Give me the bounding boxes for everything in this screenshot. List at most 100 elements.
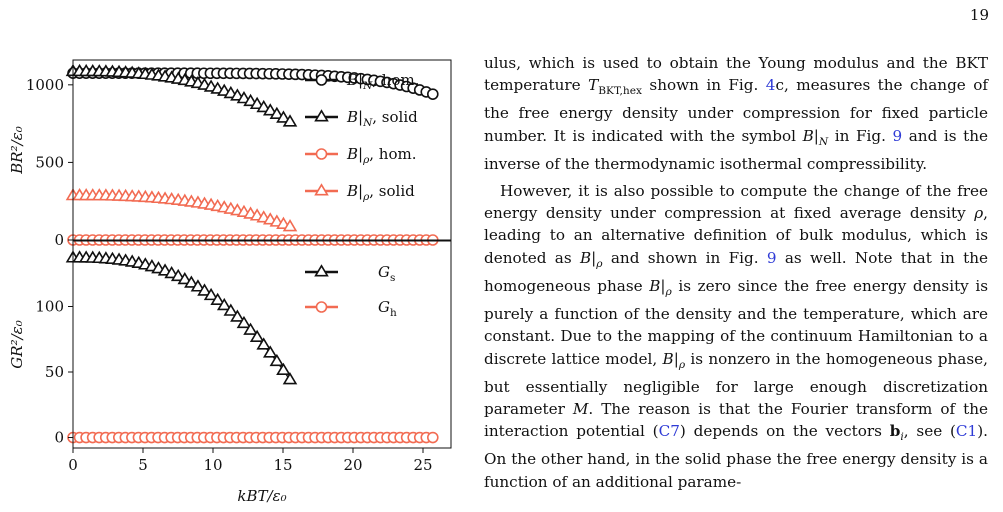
y-tick-label: 0 [54, 231, 64, 249]
legend-marker [314, 264, 329, 277]
text-run: N [818, 134, 829, 148]
y-tick-label: 1000 [26, 76, 64, 94]
cross-reference-link[interactable]: 9 [892, 126, 903, 145]
text-run: . The reason is that the Fourier transfo… [484, 400, 988, 441]
data-point-marker [197, 283, 212, 296]
paragraph-1: ulus, which is used to obtain the Young … [484, 52, 988, 175]
cross-reference-link[interactable]: 4 [765, 76, 776, 95]
text-column: ulus, which is used to obtain the Young … [484, 52, 988, 493]
data-point-marker [276, 362, 291, 376]
text-run: | [813, 126, 819, 145]
page-number: 19 [969, 6, 989, 24]
data-point-marker [262, 103, 278, 116]
text-run: ulus, which is used to obtain the Young … [484, 54, 988, 95]
text-run: and is the inverse of the thermodynamic … [484, 126, 988, 173]
series-top-1 [65, 63, 298, 127]
data-point-marker [170, 268, 186, 282]
legend-marker [315, 301, 328, 313]
text-run: BKT,hex [598, 84, 642, 98]
legend-marker [314, 183, 329, 196]
text-run: | [673, 349, 679, 368]
text-run: and shown in Fig. [602, 248, 767, 267]
data-point-marker [426, 431, 439, 444]
data-point-marker [210, 292, 225, 306]
legend-label: B|N, solid [346, 108, 418, 129]
text-run: M [572, 400, 589, 418]
legend-marker [314, 109, 329, 122]
data-point-marker [269, 353, 285, 367]
y-tick-label: 50 [45, 363, 64, 381]
text-run: shown in Fig. [642, 76, 766, 95]
data-point-marker [243, 93, 258, 107]
y-tick-label: 0 [54, 429, 64, 447]
axes-frame [72, 59, 452, 241]
text-run: B [579, 248, 592, 267]
data-point-marker [243, 322, 258, 335]
text-run: as well. Note that in the homogeneous ph… [484, 248, 989, 295]
y-axis-label: BR²/ε₀ [8, 126, 26, 174]
legend-label: Gh [378, 298, 397, 319]
legend-label: Gs [378, 263, 395, 284]
y-tick-label: 500 [35, 153, 64, 171]
data-point-marker [236, 315, 252, 329]
series-bottom-0 [65, 250, 298, 385]
data-point-marker [426, 88, 439, 100]
text-run: T [588, 76, 599, 95]
data-point-marker [276, 110, 291, 123]
x-tick-label: 10 [203, 456, 222, 474]
text-run: B [802, 126, 814, 145]
text-run: ρ [665, 284, 672, 298]
x-tick-label: 25 [413, 456, 432, 474]
series-bottom-1 [67, 431, 439, 444]
text-run: | [591, 248, 597, 267]
y-tick-label: 100 [35, 298, 64, 316]
text-run: , see ( [903, 422, 956, 441]
paragraph-2: However, it is also possible to compute … [484, 180, 988, 493]
text-run: c, measures the change of the free energ… [484, 76, 988, 145]
legend-label: B|ρ, hom. [346, 145, 417, 166]
legend-marker [315, 148, 328, 160]
data-point-marker [269, 106, 285, 120]
text-run: However, it is also possible to compute … [484, 182, 988, 223]
data-point-marker [256, 99, 271, 113]
series-top-3 [65, 188, 298, 232]
data-point-marker [262, 345, 278, 358]
data-point-marker [249, 96, 265, 110]
text-run: , leading to an alternative definition o… [484, 204, 988, 267]
text-run: | [660, 276, 666, 295]
text-run: B [662, 349, 674, 368]
data-point-marker [282, 114, 298, 127]
text-run: is zero since the free energy density is… [484, 276, 988, 368]
legend-label: B|N, hom. [346, 71, 420, 92]
text-run: ρ [974, 204, 984, 223]
data-point-marker [190, 279, 206, 292]
text-run: ρ [678, 357, 686, 371]
x-tick-label: 0 [68, 456, 78, 474]
data-point-marker [203, 287, 219, 301]
data-point-marker [216, 297, 232, 311]
x-tick-label: 20 [343, 456, 362, 474]
data-point-marker [282, 372, 298, 385]
data-point-marker [177, 271, 193, 285]
cross-reference-link[interactable]: 9 [766, 248, 777, 267]
text-run: is nonzero in the homogeneous phase, but… [484, 349, 988, 418]
text-run: b [889, 422, 901, 441]
x-tick-label: 15 [273, 456, 292, 474]
text-run: ). On the other hand, in the solid phase… [484, 422, 988, 491]
text-run: ρ [596, 256, 603, 270]
cross-reference-link[interactable]: C1 [955, 422, 978, 441]
data-point-marker [184, 275, 199, 288]
x-axis-label: kBT/ε₀ [237, 487, 286, 505]
data-point-marker [256, 337, 271, 350]
x-tick-label: 5 [138, 456, 148, 474]
text-run: in Fig. [828, 126, 893, 145]
legend-marker [315, 74, 328, 86]
cross-reference-link[interactable]: C7 [658, 422, 680, 441]
text-run: i [900, 430, 904, 444]
data-point-marker [249, 329, 265, 343]
